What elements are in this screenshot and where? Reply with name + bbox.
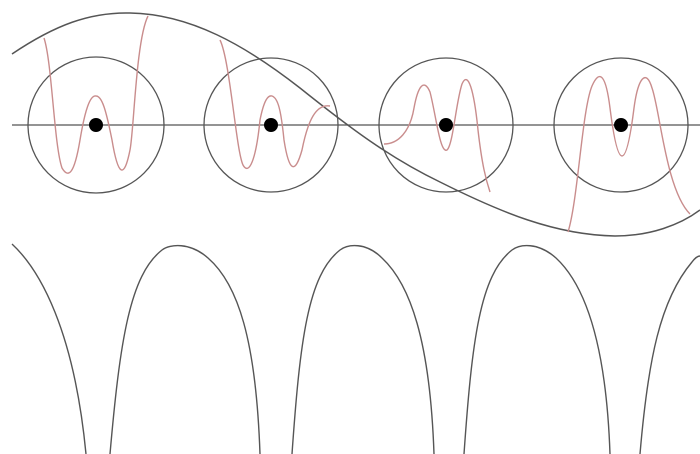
- wave-diagram: [12, 13, 700, 236]
- pink-wave: [568, 77, 690, 232]
- pink-wave: [44, 16, 148, 173]
- circle-group-2: [204, 40, 338, 192]
- pink-wave: [220, 40, 330, 168]
- pink-wave: [384, 80, 490, 192]
- circle-group-4: [554, 58, 690, 232]
- peak-curve-3: [292, 246, 434, 454]
- center-dot: [89, 118, 103, 132]
- peak-curve-2: [110, 246, 260, 454]
- center-dot: [264, 118, 278, 132]
- peak-curve-5: [640, 256, 700, 454]
- peak-curve-4: [464, 246, 610, 454]
- peak-curve-group: [12, 244, 700, 454]
- center-dot: [439, 118, 453, 132]
- center-dot: [614, 118, 628, 132]
- circle-group-1: [28, 16, 164, 193]
- peak-curve-1: [12, 244, 86, 454]
